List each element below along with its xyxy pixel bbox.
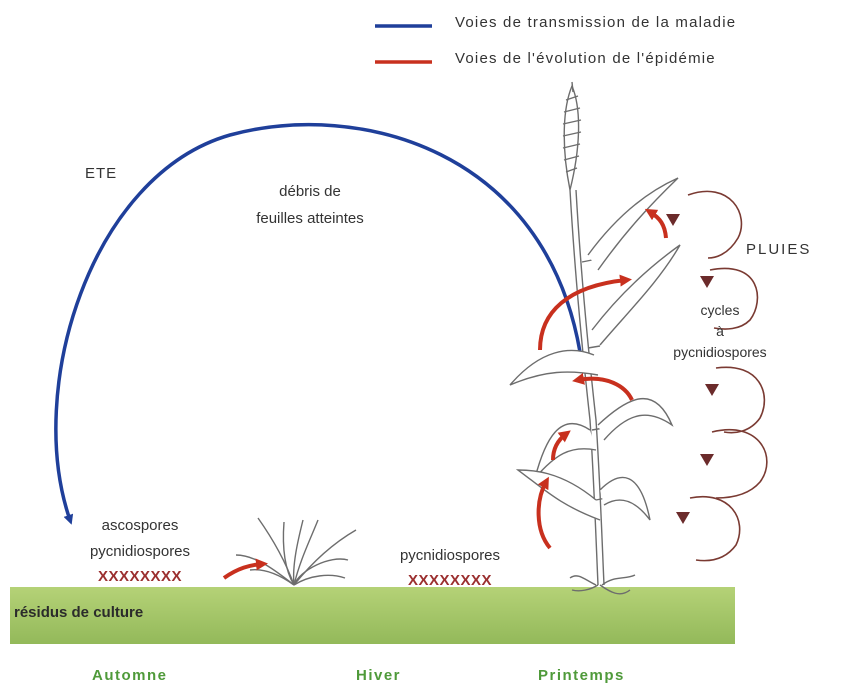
rain-arrowhead-4 [700, 454, 714, 466]
cycles-label-line3: pycnidiospores [673, 344, 767, 360]
season-winter: Hiver [356, 667, 402, 684]
transmission-arc [54, 123, 582, 525]
legend-label-transmission: Voies de transmission de la maladie [455, 14, 737, 31]
epidemic-arrow-3 [572, 373, 634, 401]
legend-label-epidemic: Voies de l'évolution de l'épidémie [455, 50, 716, 67]
ground-label: résidus de culture [14, 604, 144, 621]
epidemic-arrow-2 [551, 430, 571, 461]
rain-arrowhead-2 [700, 276, 714, 288]
ascospores-label: ascospores [101, 517, 179, 534]
rains-label: PLUIES [746, 241, 812, 258]
rain-cycle-arc-1 [687, 190, 743, 259]
cycles-label-line2: à [716, 323, 724, 339]
cycles-label-line1: cycles [700, 302, 740, 318]
rain-arrowhead-3 [705, 384, 719, 396]
pycnidiospores-left-label: pycnidiospores [89, 543, 191, 560]
ground-strip [10, 587, 735, 644]
summer-label: ETE [85, 165, 118, 182]
debris-label-line2: feuilles atteintes [256, 210, 364, 227]
residue-marks-left: XXXXXXXX [97, 568, 183, 585]
season-spring: Printemps [538, 667, 625, 684]
residue-marks-mid: XXXXXXXX [407, 572, 493, 589]
rain-cycle-arc-5 [689, 495, 741, 562]
rain-cycle-arc-3 [715, 366, 766, 434]
rain-arrowhead-1 [666, 214, 680, 226]
young-wheat-plant [235, 517, 357, 586]
pycnidiospores-mid-label: pycnidiospores [399, 547, 501, 564]
wheat-plant [509, 81, 681, 595]
rain-arrowhead-5 [676, 512, 690, 524]
debris-label-line1: débris de [279, 183, 341, 200]
epidemic-arrow-young-plant [222, 558, 268, 580]
season-autumn: Automne [92, 667, 168, 684]
rain-cycle-arc-4 [711, 429, 768, 499]
epidemic-arrow-1 [536, 476, 552, 550]
epidemic-arrow-4 [538, 274, 632, 351]
rain-cycle-arc-2 [709, 267, 759, 330]
epidemic-arrow-5 [644, 208, 668, 239]
